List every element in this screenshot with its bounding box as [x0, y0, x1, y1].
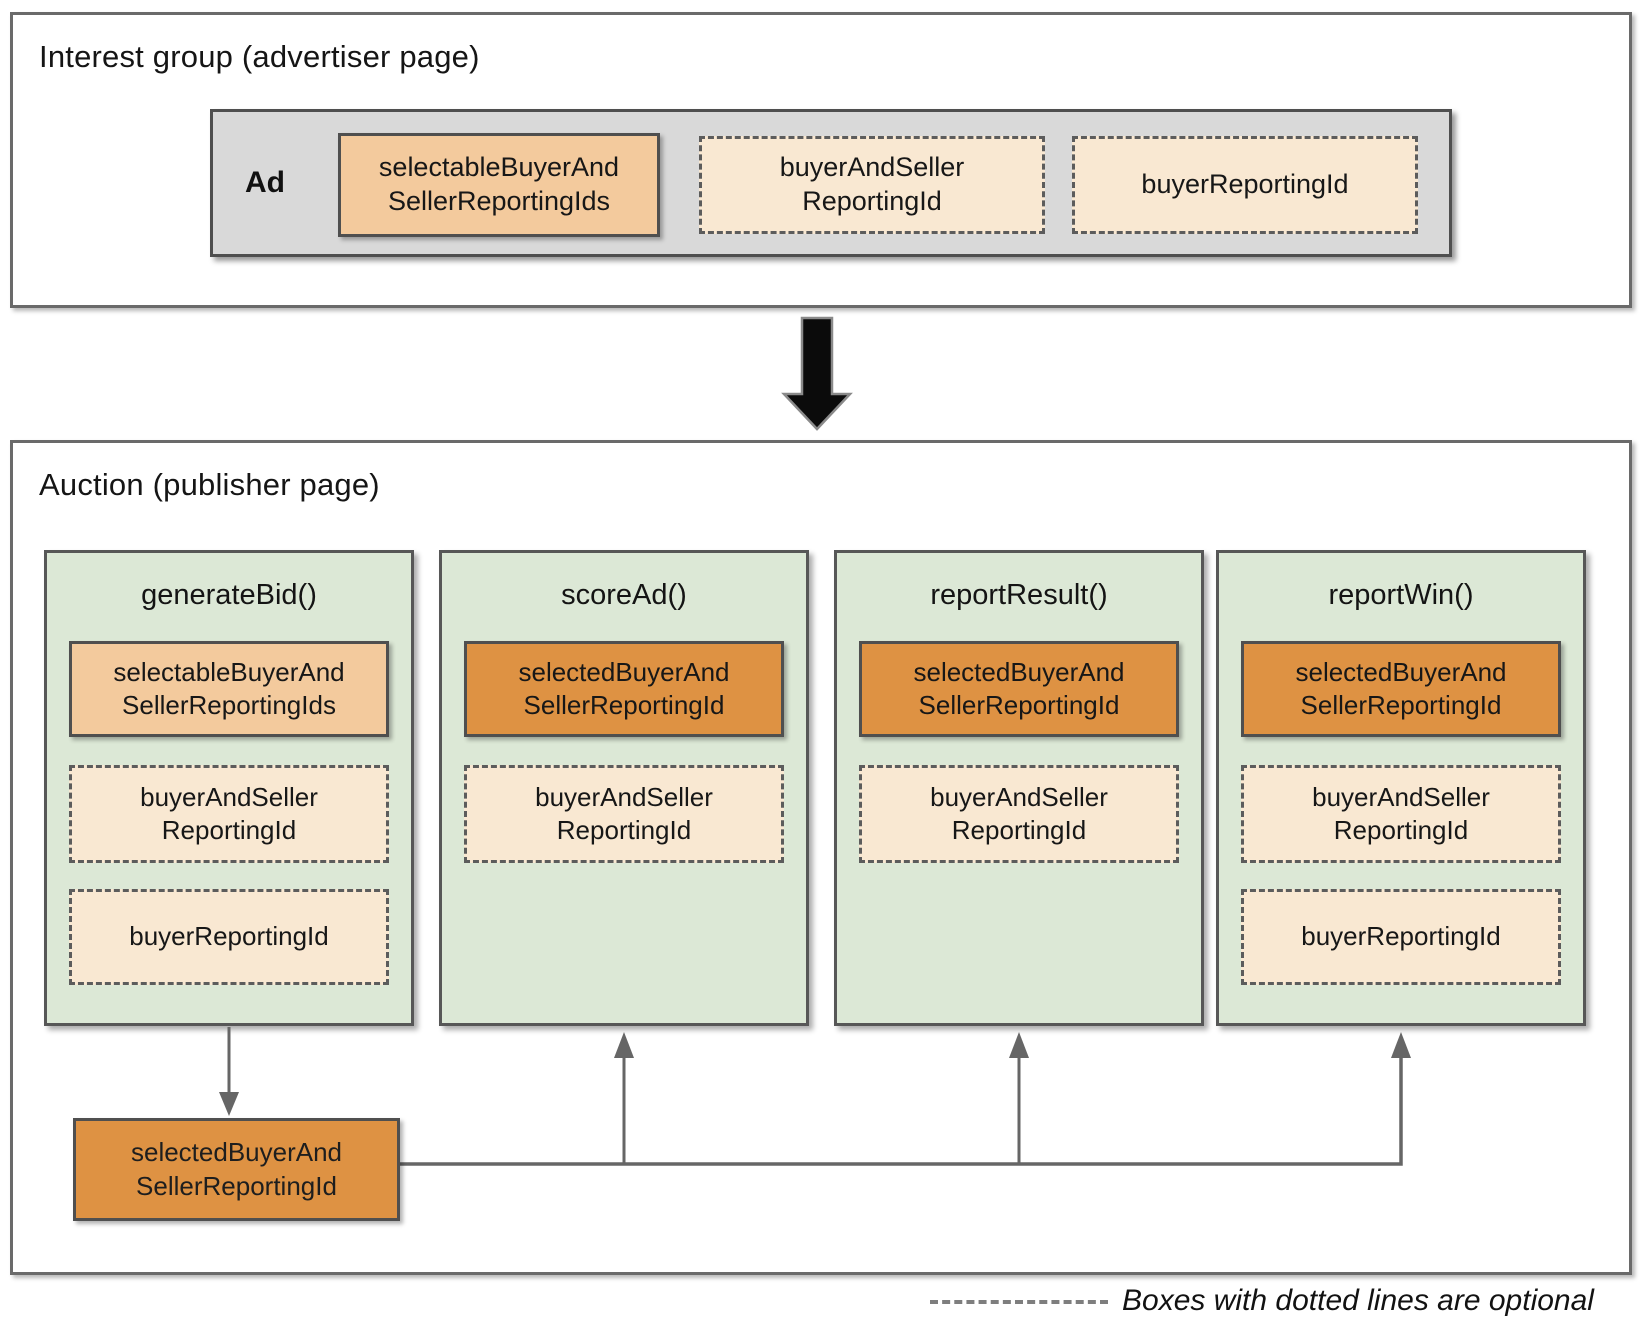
box-label: selectedBuyerAnd SellerReportingId: [130, 1137, 343, 1201]
box-label: buyerAndSeller ReportingId: [140, 781, 318, 845]
box-label: selectedBuyerAnd SellerReportingId: [1295, 656, 1507, 720]
legend-text: Boxes with dotted lines are optional: [1122, 1284, 1594, 1317]
box-label: buyerAndSeller ReportingId: [535, 781, 713, 845]
buyer-and-seller-reporting-id-box: buyerAndSeller ReportingId: [69, 765, 389, 863]
selectable-buyer-and-seller-reporting-ids-box: selectableBuyerAnd SellerReportingIds: [69, 641, 389, 737]
buyer-reporting-id-box: buyerReportingId: [69, 889, 389, 985]
box-label: selectedBuyerAnd SellerReportingId: [913, 656, 1125, 720]
box-label: buyerReportingId: [1141, 169, 1349, 200]
box-label: selectableBuyerAnd SellerReportingIds: [113, 656, 345, 720]
interest-group-title: Interest group (advertiser page): [39, 39, 480, 74]
buyer-reporting-id-box: buyerReportingId: [1072, 136, 1418, 234]
down-arrow-icon: [781, 316, 853, 431]
selected-buyer-and-seller-reporting-id-output-box: selectedBuyerAnd SellerReportingId: [73, 1118, 400, 1221]
ad-label: Ad: [245, 166, 285, 199]
column-header: generateBid(): [141, 579, 317, 611]
column-header: reportResult(): [930, 579, 1108, 611]
box-label: buyerReportingId: [1301, 921, 1501, 952]
dashed-line-icon: [930, 1300, 1108, 1304]
ad-container: Ad selectableBuyerAnd SellerReportingIds…: [210, 109, 1452, 257]
buyer-and-seller-reporting-id-box: buyerAndSeller ReportingId: [1241, 765, 1561, 863]
selected-buyer-and-seller-reporting-id-box: selectedBuyerAnd SellerReportingId: [859, 641, 1179, 737]
report-result-column: reportResult() selectedBuyerAnd SellerRe…: [834, 550, 1204, 1026]
buyer-and-seller-reporting-id-box: buyerAndSeller ReportingId: [859, 765, 1179, 863]
selected-buyer-and-seller-reporting-id-box: selectedBuyerAnd SellerReportingId: [464, 641, 784, 737]
column-header: reportWin(): [1328, 579, 1474, 611]
column-header: scoreAd(): [561, 579, 687, 611]
buyer-and-seller-reporting-id-box: buyerAndSeller ReportingId: [699, 136, 1045, 234]
selectable-buyer-and-seller-reporting-ids-box: selectableBuyerAnd SellerReportingIds: [338, 133, 660, 237]
report-win-column: reportWin() selectedBuyerAnd SellerRepor…: [1216, 550, 1586, 1026]
box-label: buyerAndSeller ReportingId: [1312, 781, 1490, 845]
selected-buyer-and-seller-reporting-id-box: selectedBuyerAnd SellerReportingId: [1241, 641, 1561, 737]
interest-group-section: Interest group (advertiser page) Ad sele…: [10, 12, 1632, 308]
auction-title: Auction (publisher page): [39, 467, 380, 502]
box-label: selectableBuyerAnd SellerReportingIds: [378, 152, 620, 216]
box-label: buyerAndSeller ReportingId: [930, 781, 1108, 845]
box-label: selectedBuyerAnd SellerReportingId: [518, 656, 730, 720]
box-label: buyerReportingId: [129, 921, 329, 952]
buyer-reporting-id-box: buyerReportingId: [1241, 889, 1561, 985]
generate-bid-column: generateBid() selectableBuyerAnd SellerR…: [44, 550, 414, 1026]
buyer-and-seller-reporting-id-box: buyerAndSeller ReportingId: [464, 765, 784, 863]
box-label: buyerAndSeller ReportingId: [779, 152, 965, 216]
score-ad-column: scoreAd() selectedBuyerAnd SellerReporti…: [439, 550, 809, 1026]
